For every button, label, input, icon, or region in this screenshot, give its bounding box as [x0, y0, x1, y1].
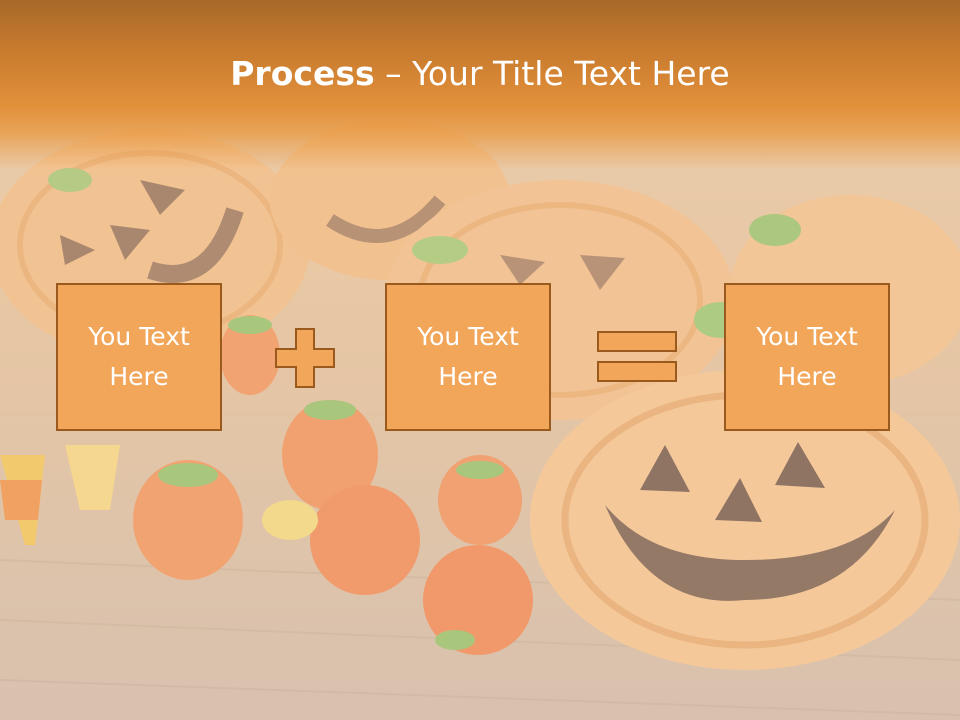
- title-rest-part: – Your Title Text Here: [374, 54, 730, 93]
- slide-title: Process – Your Title Text Here: [0, 54, 960, 93]
- plus-icon: [275, 328, 335, 388]
- process-box-3-text: You Text Here: [756, 322, 858, 391]
- process-box-2-text: You Text Here: [417, 322, 519, 391]
- equals-icon: [597, 331, 677, 382]
- process-box-2[interactable]: You Text Here: [385, 283, 551, 431]
- title-band: [0, 0, 960, 170]
- process-box-3[interactable]: You Text Here: [724, 283, 890, 431]
- process-box-1[interactable]: You Text Here: [56, 283, 222, 431]
- process-box-1-text: You Text Here: [88, 322, 190, 391]
- title-bold-part: Process: [230, 54, 375, 93]
